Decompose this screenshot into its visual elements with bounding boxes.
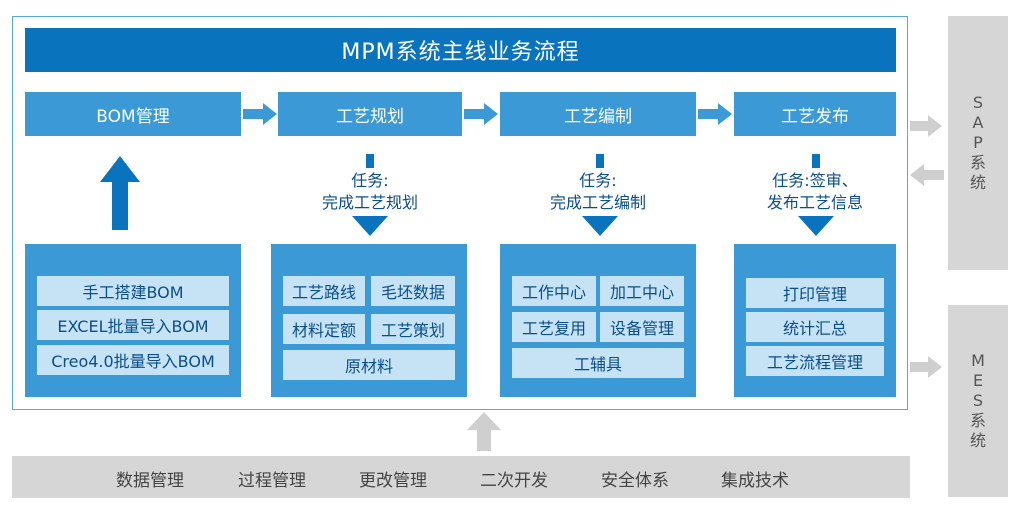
module-item: 工艺策划 <box>371 314 455 344</box>
foundation-item: 集成技术 <box>721 471 789 491</box>
task-desc: 发布工艺信息 <box>766 193 863 212</box>
module-item: 手工搭建BOM <box>37 276 229 306</box>
foundation-item: 过程管理 <box>238 471 306 491</box>
module-item: 设备管理 <box>600 312 684 342</box>
module-item: 加工中心 <box>600 276 684 306</box>
foundation-item: 数据管理 <box>116 471 184 491</box>
module-item: 工辅具 <box>512 348 684 378</box>
module-item: 工艺路线 <box>283 276 365 306</box>
task-label: 任务:签审、 <box>772 171 858 190</box>
module-editing: 工作中心 加工中心 工艺复用 设备管理 工辅具 <box>500 244 696 397</box>
stage-bom: BOM管理 <box>25 92 241 136</box>
arrow-down-icon <box>798 216 834 236</box>
task-editing: 任务: 完成工艺编制 <box>500 154 696 238</box>
foundation-item: 二次开发 <box>480 471 548 491</box>
arrow-down-icon <box>352 216 388 236</box>
arrow-down-icon <box>582 216 618 236</box>
module-item: 统计汇总 <box>746 312 884 342</box>
module-item: EXCEL批量导入BOM <box>37 310 229 340</box>
arrow-up-icon <box>100 156 140 230</box>
stage-editing: 工艺编制 <box>500 92 696 136</box>
sap-label: SAP系统 <box>969 93 986 192</box>
arrow-up-icon <box>467 412 501 452</box>
mes-label: MES系统 <box>969 351 986 450</box>
task-release: 任务:签审、 发布工艺信息 <box>734 154 896 238</box>
foundation-bar: 数据管理 过程管理 更改管理 二次开发 安全体系 集成技术 <box>12 456 910 498</box>
foundation-item: 安全体系 <box>601 471 669 491</box>
stage-planning: 工艺规划 <box>278 92 462 136</box>
mes-system: MES系统 <box>948 305 1008 497</box>
module-planning: 工艺路线 毛坯数据 材料定额 工艺策划 原材料 <box>271 244 467 397</box>
task-desc: 完成工艺编制 <box>549 193 646 212</box>
module-item: 毛坯数据 <box>371 276 455 306</box>
module-item: 工艺流程管理 <box>746 346 884 376</box>
module-item: 打印管理 <box>746 278 884 308</box>
task-desc: 完成工艺规划 <box>321 193 418 212</box>
arrow-left-icon <box>910 164 944 186</box>
module-item: 工艺复用 <box>512 312 596 342</box>
module-item: 工作中心 <box>512 276 596 306</box>
module-item: Creo4.0批量导入BOM <box>37 345 229 375</box>
task-label: 任务: <box>579 171 617 190</box>
diagram-title: MPM系统主线业务流程 <box>25 28 896 72</box>
foundation-item: 更改管理 <box>359 471 427 491</box>
sap-system: SAP系统 <box>948 16 1008 270</box>
task-label: 任务: <box>351 171 389 190</box>
task-planning: 任务: 完成工艺规划 <box>278 154 462 238</box>
stage-release: 工艺发布 <box>734 92 896 136</box>
arrow-right-icon <box>910 356 944 378</box>
module-bom: 手工搭建BOM EXCEL批量导入BOM Creo4.0批量导入BOM <box>25 244 241 397</box>
module-item: 材料定额 <box>283 314 365 344</box>
module-release: 打印管理 统计汇总 工艺流程管理 <box>734 244 896 397</box>
arrow-right-icon <box>910 115 944 137</box>
module-item: 原材料 <box>283 350 455 380</box>
